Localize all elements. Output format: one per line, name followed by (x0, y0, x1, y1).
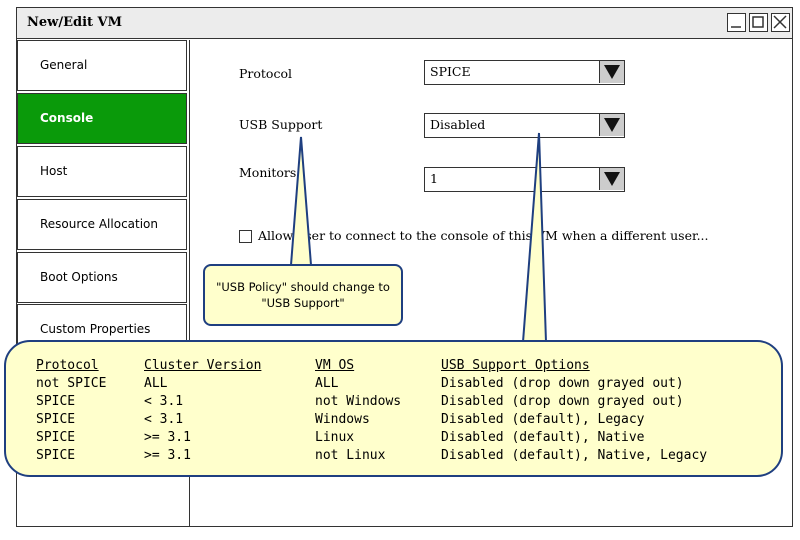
sidebar-item-console[interactable]: Console (17, 93, 187, 144)
allow-user-console-label: Allow user to connect to the console of … (258, 228, 709, 243)
table-cell: Disabled (default), Native (441, 429, 645, 445)
monitors-select[interactable]: 1 (424, 167, 625, 192)
table-cell: not Windows (315, 393, 402, 409)
sidebar: General Console Host Resource Allocation… (17, 40, 190, 526)
usb-support-options-note: Protocol Cluster Version VM OS USB Suppo… (4, 340, 783, 477)
monitors-label: Monitors (239, 165, 297, 180)
table-cell: SPICE (36, 429, 76, 445)
table-header: VM OS (315, 357, 355, 373)
usb-support-select[interactable]: Disabled (424, 113, 625, 138)
window-title: New/Edit VM (27, 15, 123, 30)
table-cell: ALL (144, 375, 168, 391)
table-header: Cluster Version (144, 357, 262, 373)
table-cell: not Linux (315, 447, 386, 463)
maximize-button[interactable] (749, 13, 768, 32)
sidebar-item-general[interactable]: General (17, 40, 187, 91)
maximize-icon (752, 16, 764, 28)
usb-support-select-value: Disabled (430, 117, 486, 132)
sidebar-item-resource-allocation[interactable]: Resource Allocation (17, 199, 187, 250)
table-cell: Disabled (default), Native, Legacy (441, 447, 708, 463)
table-row: SPICE < 3.1 Windows Disabled (default), … (36, 410, 707, 428)
sidebar-item-host[interactable]: Host (17, 146, 187, 197)
protocol-label: Protocol (239, 66, 292, 81)
sidebar-item-label: General (40, 58, 88, 72)
table-cell: not SPICE (36, 375, 107, 391)
allow-user-console-checkbox[interactable] (239, 230, 252, 243)
table-row: SPICE < 3.1 not Windows Disabled (drop d… (36, 392, 707, 410)
table-cell: Windows (315, 411, 370, 427)
table-row: SPICE >= 3.1 not Linux Disabled (default… (36, 446, 707, 464)
sidebar-item-boot-options[interactable]: Boot Options (17, 252, 187, 303)
usb-support-label: USB Support (239, 117, 323, 132)
minimize-icon (731, 26, 741, 28)
table-cell: SPICE (36, 411, 76, 427)
minimize-button[interactable] (727, 13, 746, 32)
usb-options-table: Protocol Cluster Version VM OS USB Suppo… (36, 356, 707, 464)
table-header: USB Support Options (441, 357, 590, 373)
table-cell: ALL (315, 375, 339, 391)
usb-note-pointer (289, 136, 313, 266)
sidebar-item-label: Custom Properties (40, 322, 151, 336)
table-cell: Linux (315, 429, 355, 445)
monitors-select-value: 1 (430, 171, 438, 186)
title-bar: New/Edit VM (17, 8, 792, 39)
table-header: Protocol (36, 357, 99, 373)
chevron-down-icon (604, 65, 620, 79)
sidebar-item-label: Host (40, 164, 68, 178)
table-header-row: Protocol Cluster Version VM OS USB Suppo… (36, 356, 707, 374)
table-row: SPICE >= 3.1 Linux Disabled (default), N… (36, 428, 707, 446)
table-cell: Disabled (drop down grayed out) (441, 393, 684, 409)
table-cell: Disabled (drop down grayed out) (441, 375, 684, 391)
sidebar-item-label: Boot Options (40, 270, 118, 284)
table-cell: SPICE (36, 447, 76, 463)
sidebar-item-label: Console (40, 111, 94, 125)
table-cell: < 3.1 (144, 393, 184, 409)
close-button[interactable] (771, 13, 790, 32)
table-row: not SPICE ALL ALL Disabled (drop down gr… (36, 374, 707, 392)
close-icon (773, 15, 787, 29)
table-cell: < 3.1 (144, 411, 184, 427)
chevron-down-icon (604, 118, 620, 132)
table-cell: Disabled (default), Legacy (441, 411, 645, 427)
usb-policy-note-text: "USB Policy" should change to "USB Suppo… (216, 280, 390, 310)
protocol-dropdown-button[interactable] (599, 61, 624, 83)
usb-policy-note: "USB Policy" should change to "USB Suppo… (203, 264, 403, 326)
sidebar-item-label: Resource Allocation (40, 217, 159, 231)
chevron-down-icon (604, 172, 620, 186)
monitors-dropdown-button[interactable] (599, 168, 624, 190)
table-note-pointer (521, 132, 548, 343)
usb-support-dropdown-button[interactable] (599, 114, 624, 136)
table-cell: SPICE (36, 393, 76, 409)
protocol-select[interactable]: SPICE (424, 60, 625, 85)
protocol-select-value: SPICE (430, 64, 471, 79)
table-cell: >= 3.1 (144, 447, 191, 463)
table-cell: >= 3.1 (144, 429, 191, 445)
